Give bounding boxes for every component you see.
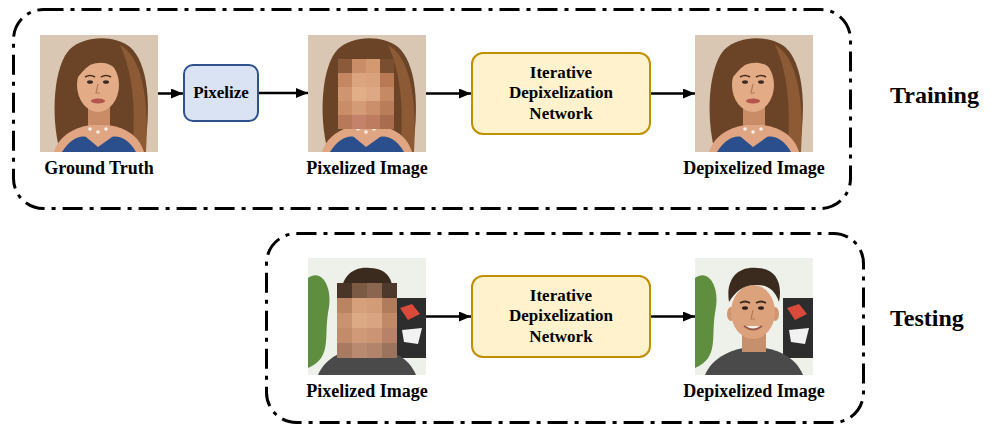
dash-dot-frame [12, 8, 852, 210]
flow-arrow [651, 92, 695, 95]
photo-frame: Depixelized Image [695, 35, 813, 152]
box-label: Iterative Depixelization Network [480, 286, 642, 347]
image-caption: Pixelized Image [306, 158, 427, 180]
flow-arrow [651, 315, 695, 318]
network-box: Iterative Depixelization Network [471, 275, 651, 358]
image-caption: Pixelized Image [306, 381, 427, 403]
image-caption: Depixelized Image [683, 158, 824, 180]
stage-panel: TrainingGround TruthPixelizePixelized Im… [12, 8, 852, 210]
image-caption: Ground Truth [44, 158, 154, 180]
box-label: Iterative Depixelization Network [480, 63, 642, 124]
flow-arrow [158, 92, 183, 95]
frame-outline [267, 234, 864, 423]
photo-frame: Ground Truth [40, 35, 158, 152]
flow-arrow [426, 92, 471, 95]
stage-panel: TestingPixelized ImageIterative Depixeli… [265, 232, 865, 424]
photo-frame: Depixelized Image [695, 258, 813, 375]
photo-frame: Pixelized Image [308, 35, 426, 152]
frame-outline [14, 10, 851, 209]
stage-label: Training [890, 81, 979, 110]
process-box: Pixelize [183, 64, 259, 122]
flow-arrow [426, 315, 471, 318]
box-label: Pixelize [193, 83, 249, 103]
image-caption: Depixelized Image [683, 381, 824, 403]
network-box: Iterative Depixelization Network [471, 52, 651, 135]
stage-label: Testing [890, 304, 964, 333]
flow-arrow [259, 92, 308, 95]
photo-frame: Pixelized Image [308, 258, 426, 375]
